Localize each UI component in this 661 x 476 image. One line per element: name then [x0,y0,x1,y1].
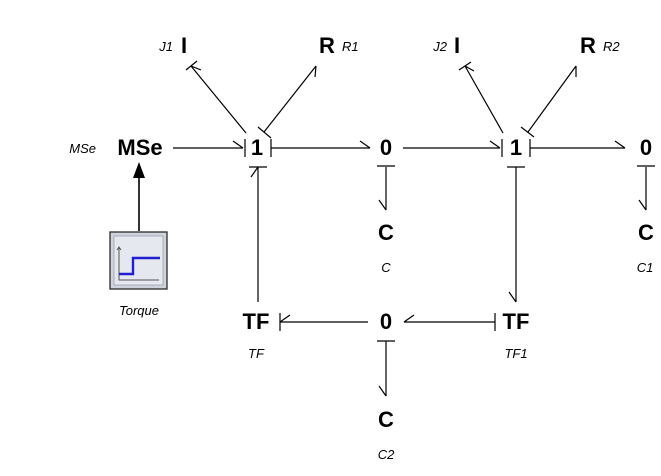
zero-junction-a[interactable]: 0 [380,135,392,160]
bond-zero-c-to-c1[interactable] [637,165,655,211]
bond-one-b-to-tf1[interactable] [507,166,525,303]
bond-one-b-to-r2[interactable] [520,65,577,138]
signal-torque-to-mse[interactable] [133,162,145,231]
bond-zero-a-to-one-b[interactable] [403,139,503,157]
mse-label: MSe [69,141,96,156]
bond-tf-to-one-a[interactable] [249,166,267,302]
mse-symbol[interactable]: MSe [117,135,162,160]
j1-label: J1 [158,39,173,54]
r1-symbol[interactable]: R [319,33,335,58]
bond-one-a-to-j1[interactable] [185,60,247,134]
zero-junction-b[interactable]: 0 [380,309,392,334]
bond-one-a-to-zero-a[interactable] [270,139,371,157]
j2-symbol[interactable]: I [454,33,460,58]
c2-label: C2 [378,447,395,462]
torque-label: Torque [119,303,159,318]
r1-label: R1 [342,39,359,54]
bond-zero-b-to-tf[interactable] [279,313,368,331]
tf-label: TF [248,346,265,361]
bond-one-a-to-r1[interactable] [257,65,317,139]
step-signal-icon [119,256,160,276]
c1-symbol[interactable]: C [638,220,654,245]
r2-label: R2 [603,39,620,54]
bond-zero-b-to-c2[interactable] [377,340,395,397]
bonds [173,60,655,397]
bond-zero-a-to-c[interactable] [377,165,395,211]
c-symbol[interactable]: C [378,220,394,245]
r2-symbol[interactable]: R [580,33,596,58]
c1-label: C1 [637,260,654,275]
tf-symbol[interactable]: TF [243,309,270,334]
torque-step-block[interactable] [109,231,168,290]
one-junction-a[interactable]: 1 [251,135,263,160]
c2-symbol[interactable]: C [378,407,394,432]
bond-one-b-to-j2[interactable] [458,61,504,134]
zero-junction-c[interactable]: 0 [640,135,652,160]
tf1-label: TF1 [504,346,527,361]
bond-tf1-to-zero-b[interactable] [403,313,496,331]
one-junction-b[interactable]: 1 [510,135,522,160]
j1-symbol[interactable]: I [181,33,187,58]
j2-label: J2 [432,39,448,54]
bond-mse-to-one-a[interactable] [173,139,246,157]
c-label: C [381,260,391,275]
tf1-symbol[interactable]: TF [503,309,530,334]
bond-one-b-to-zero-c[interactable] [529,139,626,157]
